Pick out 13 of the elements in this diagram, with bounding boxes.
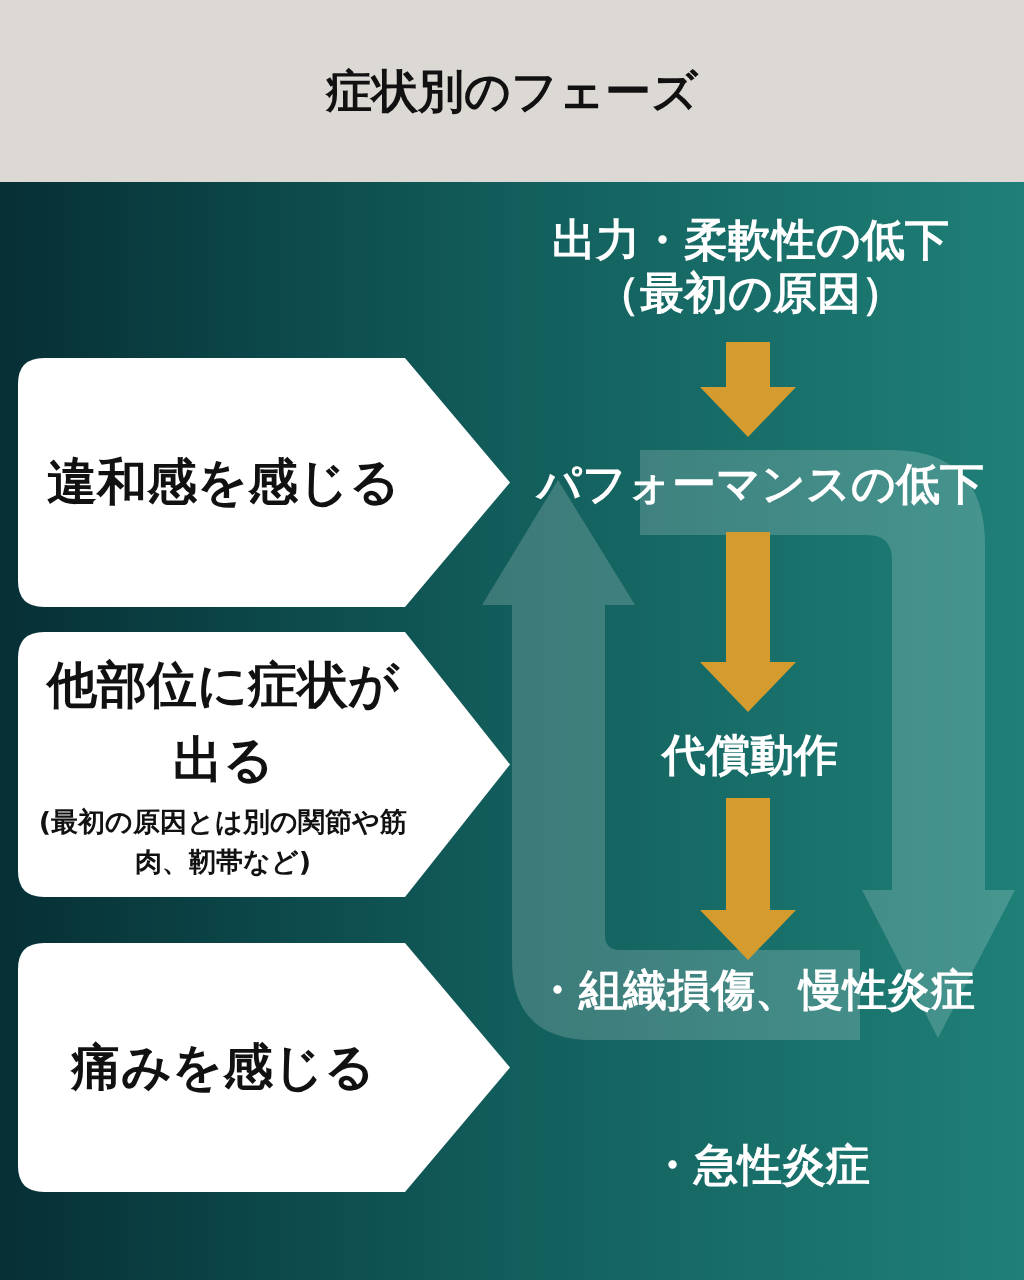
step-text: 出力・柔軟性の低下（最初の原因）	[551, 214, 949, 318]
phase-label: 他部位に症状が出る	[45, 655, 401, 792]
phase-label: 痛みを感じる	[71, 1037, 375, 1098]
arrow	[700, 532, 796, 712]
phase-label: 違和感を感じる	[46, 452, 400, 513]
step-text: 代償動作	[662, 728, 838, 780]
step-text: ・組織損傷、慢性炎症	[535, 963, 975, 1015]
arrow	[700, 342, 796, 437]
step-text: パフォーマンスの低下	[536, 458, 984, 510]
note-text: (最初の原因とは別の関節や筋肉、靭帯など)	[37, 805, 409, 879]
step-text: ・急性炎症	[650, 1138, 870, 1190]
title: 症状別のフェーズ	[324, 63, 700, 120]
arrow	[700, 798, 796, 960]
